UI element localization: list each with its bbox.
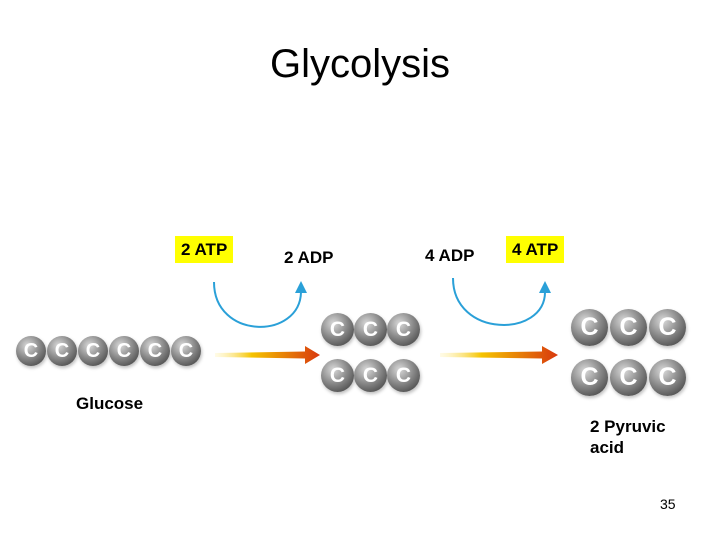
carbon-atom: C — [171, 336, 201, 366]
carbon-atom: C — [16, 336, 46, 366]
carbon-atom: C — [571, 359, 608, 396]
carbon-atom: C — [387, 313, 420, 346]
carbon-atom: C — [387, 359, 420, 392]
energy-curve-arrow-2 — [452, 277, 546, 326]
carbon-atom: C — [571, 309, 608, 346]
pyruvic-acid-label-line2: acid — [590, 438, 625, 457]
carbon-atom: C — [649, 309, 686, 346]
reaction-arrow-1 — [215, 346, 320, 364]
energy-curve-arrowhead-2 — [539, 281, 551, 293]
page-number: 35 — [660, 496, 676, 512]
atp-output-highlight: 4 ATP — [506, 236, 565, 263]
carbon-atom: C — [610, 359, 647, 396]
glucose-label: Glucose — [76, 394, 144, 413]
carbon-atom: C — [354, 313, 387, 346]
carbon-atom: C — [321, 359, 354, 392]
slide-title: Glycolysis — [269, 42, 451, 86]
carbon-atom: C — [47, 336, 77, 366]
carbon-atom: C — [610, 309, 647, 346]
pyruvic-acid-label: 2 Pyruvic acid — [590, 416, 666, 458]
atp-output-label: 4 ATP — [506, 236, 565, 263]
atp-input-highlight: 2 ATP — [175, 236, 234, 263]
carbon-atom: C — [354, 359, 387, 392]
carbon-atom: C — [321, 313, 354, 346]
adp-input-label: 4 ADP — [425, 246, 475, 265]
energy-curve-arrow-1 — [213, 281, 302, 328]
pyruvic-acid-label-line1: 2 Pyruvic — [590, 417, 666, 436]
carbon-atom: C — [109, 336, 139, 366]
carbon-atom: C — [140, 336, 170, 366]
atp-input-label: 2 ATP — [175, 236, 234, 263]
adp-output-label: 2 ADP — [284, 248, 334, 267]
reaction-arrow-2 — [440, 346, 558, 364]
carbon-atom: C — [78, 336, 108, 366]
carbon-atom: C — [649, 359, 686, 396]
energy-curve-arrowhead-1 — [295, 281, 307, 293]
